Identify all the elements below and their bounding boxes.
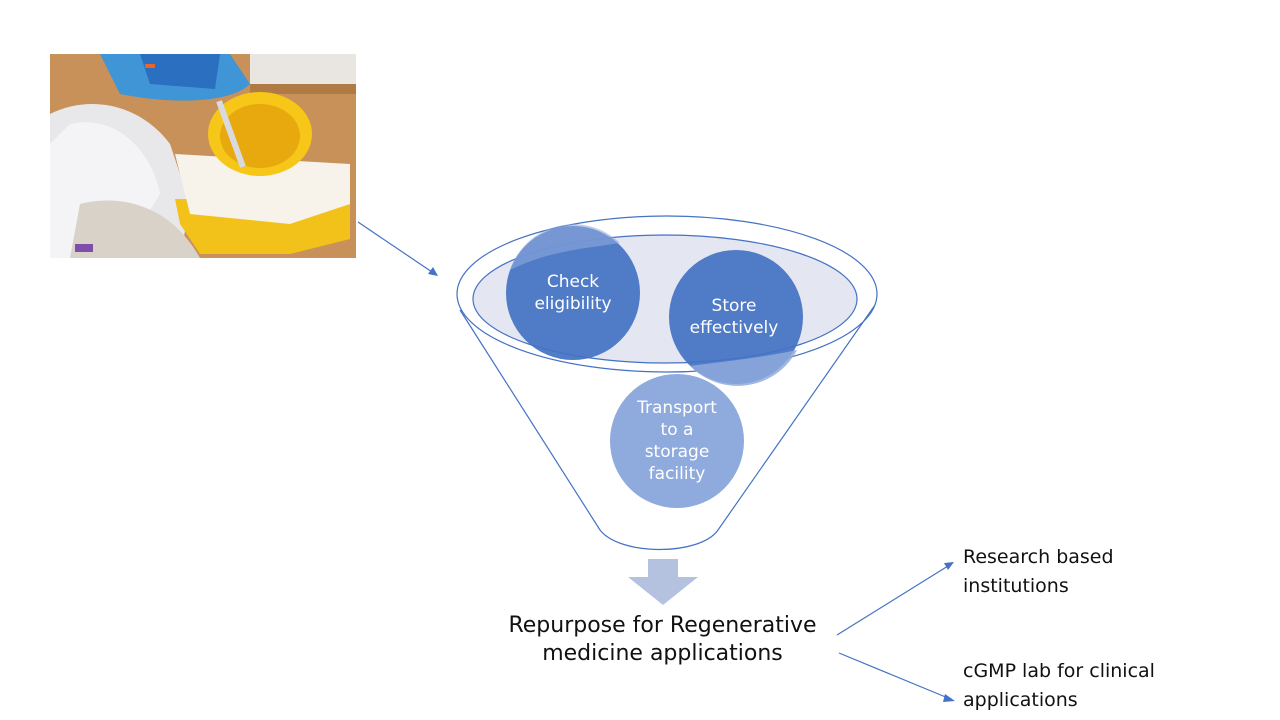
output-research: Research based institutions xyxy=(963,543,1114,601)
step-label-line: Store xyxy=(711,296,757,316)
step-label-check: Check eligibility xyxy=(513,271,633,315)
result-text: Repurpose for Regenerative medicine appl… xyxy=(490,612,835,668)
step-label-line: Check xyxy=(546,272,600,292)
step-label-line: Transport xyxy=(637,398,717,418)
step-label-transport: Transport to a storage facility xyxy=(617,397,737,485)
funnel-rim-outer xyxy=(456,215,878,373)
photo-to-funnel-arrow xyxy=(357,221,433,273)
result-line: medicine applications xyxy=(542,641,783,666)
funnel-rim-inner xyxy=(472,234,858,364)
step-circle-check xyxy=(506,226,640,360)
output-line: Research based xyxy=(963,546,1114,568)
arrowhead-icon xyxy=(944,562,954,570)
arrowhead-icon xyxy=(428,267,438,276)
down-arrow-icon xyxy=(628,559,698,605)
step-label-line: effectively xyxy=(689,318,779,338)
step-label-line: to a xyxy=(660,420,694,440)
output-cgmp: cGMP lab for clinical applications xyxy=(963,657,1155,715)
output-line: cGMP lab for clinical xyxy=(963,660,1155,682)
arrowhead-icon xyxy=(943,694,955,702)
output-line: applications xyxy=(963,689,1078,711)
arrow-to-cgmp xyxy=(838,652,949,699)
step-label-store: Store effectively xyxy=(674,295,794,339)
arrow-to-research xyxy=(836,565,949,636)
step-label-line: storage xyxy=(644,442,710,462)
step-label-line: eligibility xyxy=(534,294,612,314)
step-circle-store xyxy=(669,250,803,384)
sharps-container-photo xyxy=(50,54,356,258)
result-line: Repurpose for Regenerative xyxy=(508,613,817,638)
step-label-line: facility xyxy=(648,464,706,484)
funnel-outline xyxy=(459,304,876,550)
output-line: institutions xyxy=(963,575,1069,597)
step-circle-transport xyxy=(610,374,744,508)
